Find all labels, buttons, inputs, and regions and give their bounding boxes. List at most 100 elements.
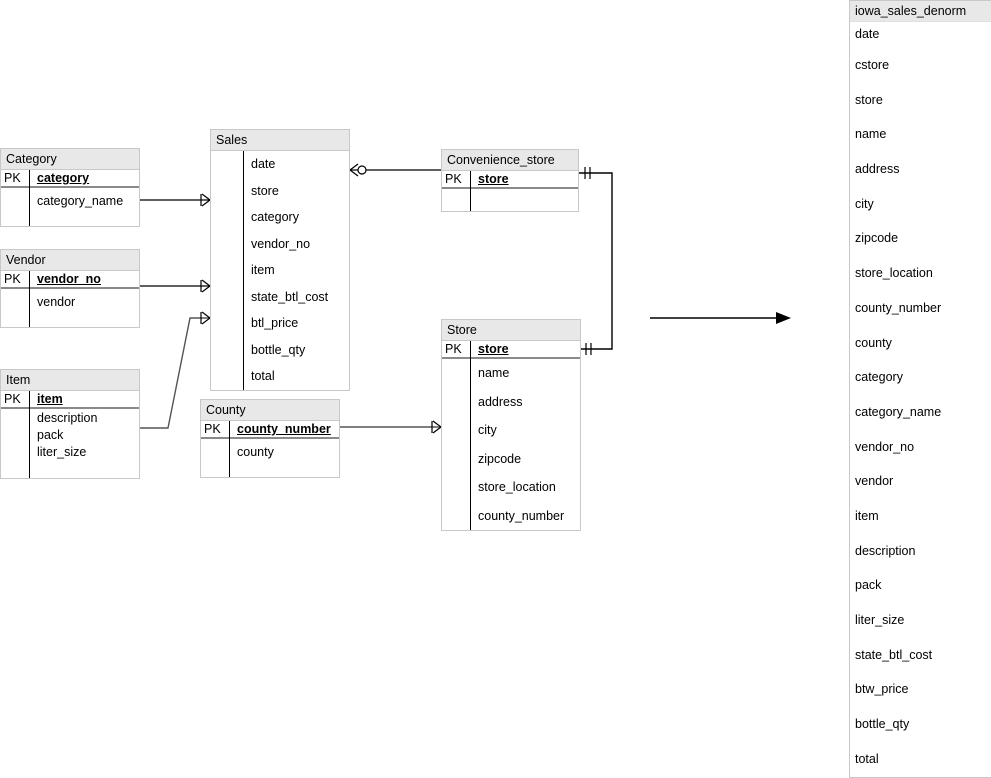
- primary-key-field: county_number: [237, 422, 331, 436]
- attribute-name: store: [251, 183, 279, 198]
- attribute-row[interactable]: address: [442, 388, 580, 417]
- entity-title: Vendor: [1, 250, 139, 271]
- attribute-name: state_btl_cost: [251, 289, 329, 304]
- attribute-row[interactable]: bottle_qty: [211, 337, 349, 364]
- attribute-name: description: [37, 410, 98, 425]
- denorm-column[interactable]: store_location: [855, 266, 933, 281]
- denorm-column[interactable]: category: [855, 370, 903, 385]
- denorm-column[interactable]: cstore: [855, 58, 890, 72]
- entity-title: Item: [1, 370, 139, 391]
- attribute-row[interactable]: zipcode: [442, 445, 580, 474]
- attribute-row[interactable]: description: [1, 409, 139, 426]
- denorm-column[interactable]: btw_price: [855, 682, 909, 697]
- denorm-column[interactable]: vendor_no: [855, 439, 915, 454]
- attribute-row[interactable]: item: [211, 257, 349, 284]
- attribute-row[interactable]: btl_price: [211, 310, 349, 337]
- denorm-column[interactable]: total: [855, 751, 879, 766]
- denorm-column[interactable]: pack: [855, 578, 882, 593]
- denorm-column[interactable]: zipcode: [855, 231, 899, 246]
- connector-county-store: [340, 420, 442, 434]
- denorm-column[interactable]: item: [855, 508, 879, 523]
- primary-key-row[interactable]: PK county_number: [201, 421, 339, 439]
- attribute-row[interactable]: store: [211, 178, 349, 205]
- attribute-row[interactable]: store_location: [442, 473, 580, 502]
- entity-fields: PK item description pack liter_size: [1, 391, 139, 478]
- denorm-column[interactable]: city: [855, 196, 874, 211]
- denormalized-table-panel: iowa_sales_denorm date cstore store name add…: [849, 0, 991, 778]
- primary-key-field: store: [478, 342, 509, 356]
- denorm-column[interactable]: category_name: [855, 404, 942, 419]
- attribute-name: liter_size: [37, 444, 87, 459]
- attribute-row[interactable]: county: [201, 439, 339, 465]
- attribute-row[interactable]: category_name: [1, 188, 139, 214]
- denorm-column[interactable]: liter_size: [855, 613, 905, 627]
- attribute-row[interactable]: state_btl_cost: [211, 284, 349, 311]
- attribute-name: vendor: [37, 295, 76, 309]
- denorm-column[interactable]: description: [855, 543, 916, 558]
- attribute-row[interactable]: city: [442, 416, 580, 445]
- key-gutter-label: PK: [4, 272, 21, 286]
- attribute-row[interactable]: liter_size: [1, 443, 139, 460]
- primary-key-field: vendor_no: [37, 272, 101, 286]
- attribute-row[interactable]: vendor: [1, 289, 139, 315]
- attribute-name: county_number: [478, 508, 565, 523]
- entity-title: Sales: [211, 130, 349, 151]
- primary-key-row[interactable]: PK item: [1, 391, 139, 409]
- denorm-column[interactable]: bottle_qty: [855, 717, 910, 732]
- denorm-column[interactable]: county_number: [855, 300, 942, 315]
- attribute-name: zipcode: [478, 451, 522, 466]
- attribute-name: city: [478, 423, 497, 438]
- denorm-table-title: iowa_sales_denorm: [850, 1, 991, 22]
- attribute-row[interactable]: vendor_no: [211, 231, 349, 258]
- key-gutter-label: PK: [204, 422, 221, 436]
- attribute-name: btl_price: [251, 316, 299, 331]
- entity-filler-row: [442, 189, 578, 211]
- connector-convenience-store-store: [579, 167, 613, 355]
- denorm-column[interactable]: state_btl_cost: [855, 647, 933, 662]
- attribute-row[interactable]: county_number: [442, 502, 580, 531]
- key-gutter-label: PK: [4, 392, 21, 406]
- denorm-column-list: date cstore store name address city zipcode sto…: [850, 22, 991, 777]
- attribute-name: pack: [37, 427, 64, 442]
- denorm-column[interactable]: vendor: [855, 474, 894, 489]
- attribute-row[interactable]: pack: [1, 426, 139, 443]
- denorm-column[interactable]: address: [855, 162, 900, 177]
- entity-title: Store: [442, 320, 580, 341]
- entity-filler-row: [1, 214, 139, 226]
- denorm-column[interactable]: name: [855, 127, 887, 142]
- attribute-row[interactable]: category: [211, 204, 349, 231]
- attribute-row[interactable]: total: [211, 363, 349, 390]
- denorm-column[interactable]: store: [855, 92, 883, 107]
- attribute-name: date: [251, 157, 276, 172]
- denorm-column[interactable]: date: [855, 27, 880, 41]
- attribute-name: vendor_no: [251, 236, 311, 251]
- attribute-name: bottle_qty: [251, 342, 306, 357]
- attribute-name: address: [478, 394, 523, 409]
- attribute-row[interactable]: name: [442, 359, 580, 388]
- attribute-row[interactable]: date: [211, 151, 349, 178]
- entity-filler-row: [1, 315, 139, 327]
- connector-sales-convenience-store: [349, 163, 441, 177]
- attribute-name: item: [251, 263, 275, 278]
- connector-category-sales: [140, 193, 211, 207]
- denorm-column[interactable]: county: [855, 335, 892, 350]
- primary-key-row[interactable]: PK vendor_no: [1, 271, 139, 289]
- attribute-name: name: [478, 366, 510, 381]
- attribute-name: total: [251, 369, 275, 384]
- primary-key-field: item: [37, 392, 63, 406]
